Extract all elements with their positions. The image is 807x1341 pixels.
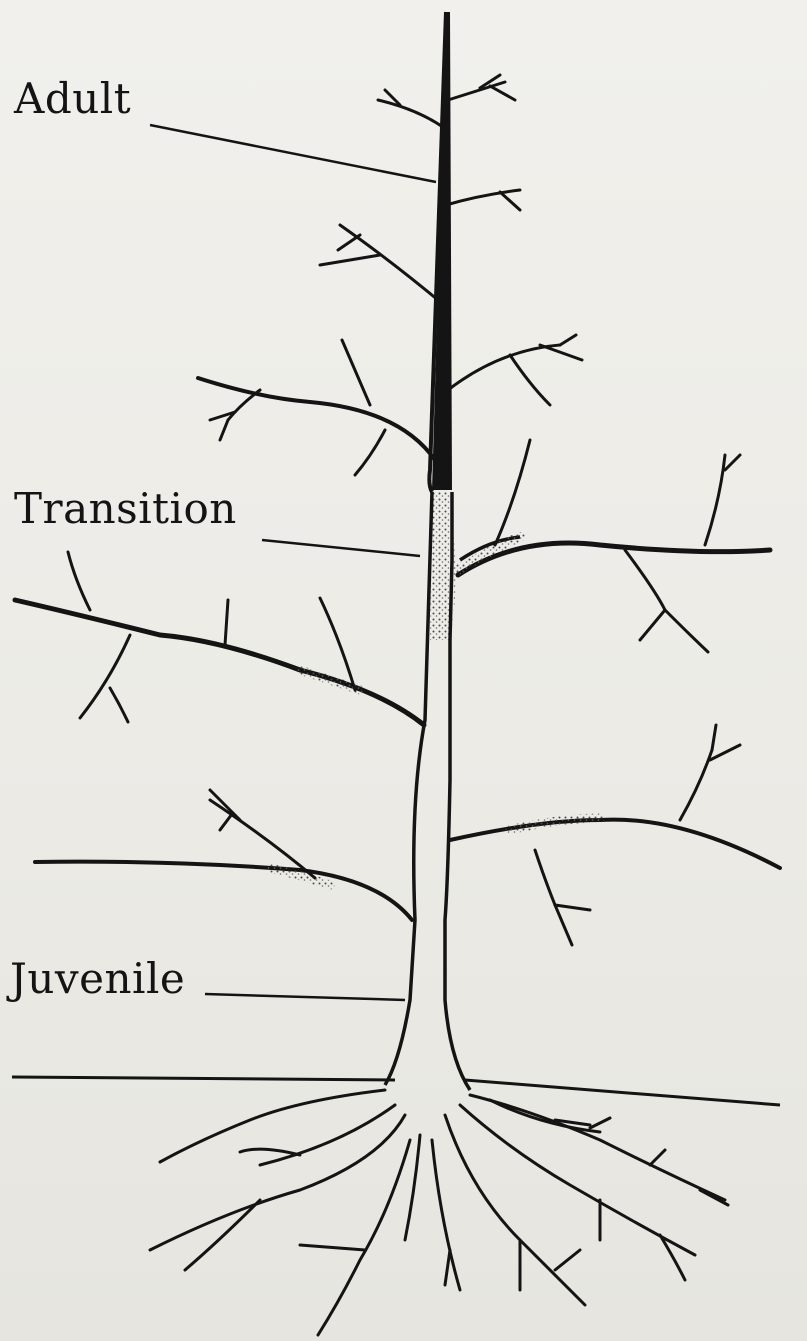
juvenile-label: Juvenile <box>10 958 185 1000</box>
juvenile-branches <box>35 725 780 945</box>
adult-label: Adult <box>14 78 131 120</box>
juvenile-leader-line <box>205 994 405 1000</box>
transition-leader-line <box>262 540 420 556</box>
ground-line <box>12 1077 780 1105</box>
transition-label: Transition <box>14 488 237 530</box>
roots <box>150 1090 728 1335</box>
adult-leader-line <box>150 125 436 182</box>
transition-branches <box>15 440 770 725</box>
adult-branches <box>198 75 582 475</box>
